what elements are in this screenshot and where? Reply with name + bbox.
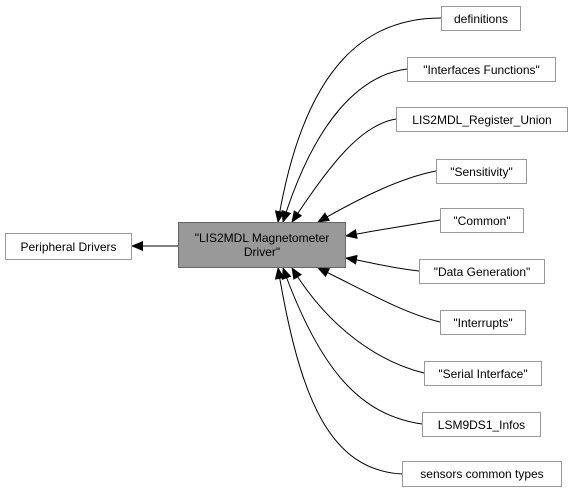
node-label: "Sensitivity": [450, 164, 513, 179]
node-sensitivity[interactable]: "Sensitivity": [436, 159, 527, 184]
edge-data-generation: [345, 254, 420, 272]
node-label: "Interrupts": [453, 315, 513, 330]
node-interrupts[interactable]: "Interrupts": [440, 310, 526, 335]
edge-serial-interface: [291, 267, 425, 374]
edge-sensitivity: [317, 170, 437, 223]
node-label: "Data Generation": [433, 264, 531, 279]
node-label: "LIS2MDL Magnetometer Driver": [194, 231, 330, 259]
node-label: definitions: [453, 11, 509, 26]
node-label: sensors common types: [420, 467, 544, 481]
node-serial-interface[interactable]: "Serial Interface": [424, 361, 542, 386]
edge-sensors-common-types: [274, 267, 403, 475]
edge-interfaces-functions: [281, 68, 408, 223]
node-label: "Serial Interface": [438, 366, 528, 381]
node-peripheral-drivers[interactable]: Peripheral Drivers: [5, 233, 132, 260]
node-label: LIS2MDL_Register_Union: [412, 112, 552, 127]
node-lsm9ds1-infos[interactable]: LSM9DS1_Infos: [422, 412, 541, 437]
node-sensors-common-types[interactable]: sensors common types: [402, 461, 562, 487]
node-current-lis2mdl-driver: "LIS2MDL Magnetometer Driver": [178, 222, 346, 268]
edge-definitions: [274, 17, 442, 223]
edge-lsm9ds1-infos: [282, 267, 423, 425]
edge-register-union: [291, 118, 397, 223]
node-definitions[interactable]: definitions: [441, 6, 521, 31]
node-lis2mdl-register-union[interactable]: LIS2MDL_Register_Union: [396, 107, 568, 132]
node-label: LSM9DS1_Infos: [437, 417, 526, 432]
node-data-generation[interactable]: "Data Generation": [419, 259, 545, 284]
node-label: "Common": [453, 213, 511, 228]
edge-common: [345, 219, 441, 239]
node-interfaces-functions[interactable]: "Interfaces Functions": [407, 57, 556, 82]
node-label: Peripheral Drivers: [20, 239, 117, 254]
node-label: "Interfaces Functions": [423, 62, 540, 77]
edge-interrupts: [317, 267, 441, 323]
node-common[interactable]: "Common": [440, 208, 524, 233]
